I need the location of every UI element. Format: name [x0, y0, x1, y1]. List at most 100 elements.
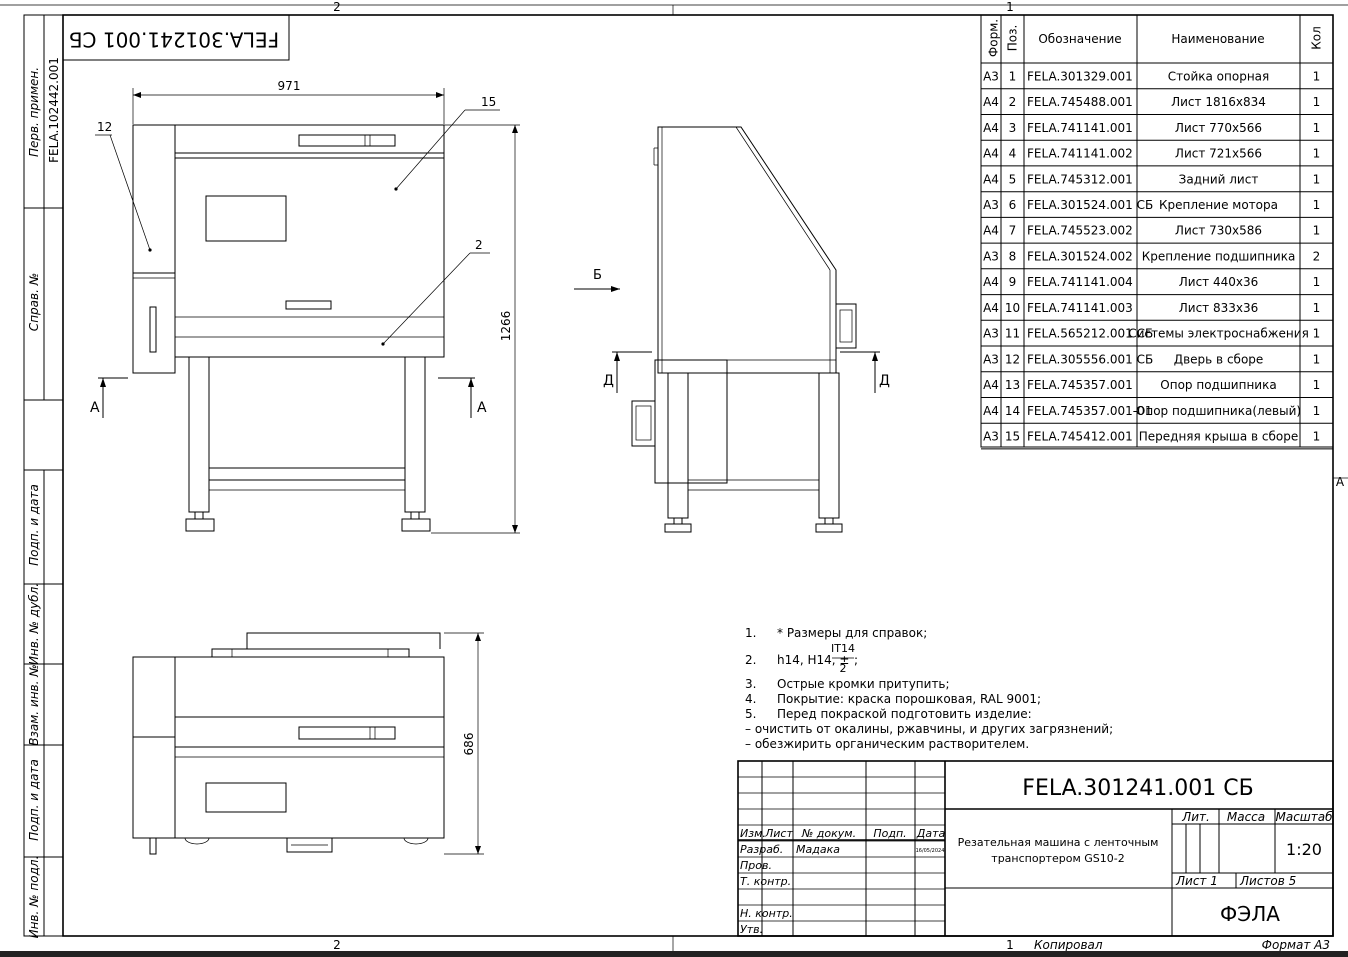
spec-cell-name: Лист 833х36 [1179, 301, 1259, 315]
spec-header-form: Форм. [987, 19, 1001, 57]
spec-cell-name: Дверь в сборе [1174, 352, 1264, 366]
spec-cell-pos: 1 [1009, 69, 1017, 83]
tb-designation: FELA.301241.001 СБ [1022, 776, 1253, 801]
spec-cell-name: Лист 730х586 [1175, 224, 1262, 238]
spec-cell-qty: 1 [1313, 404, 1321, 418]
note-2-frac-bottom: 2 [840, 662, 847, 675]
spec-cell-form: А4 [983, 121, 999, 135]
side-view: Б Д Д [574, 126, 890, 533]
note-2-text: h14, H14, ± [777, 653, 849, 667]
tb-sheet: Лист 1 [1175, 874, 1218, 888]
tb-tkontr: Т. контр. [740, 875, 791, 888]
inv-dubl-label: Инв. № дубл. [27, 583, 41, 665]
bottom-edge-band [0, 951, 1348, 957]
tb-col-doc: № докум. [801, 827, 856, 840]
spec-cell-pos: 10 [1005, 301, 1020, 315]
spec-cell-name: Системы электроснабжения [1128, 327, 1309, 341]
view-mark-b: Б [593, 268, 602, 283]
note-5-sub-1: – очистить от окалины, ржавчины, и други… [745, 722, 1113, 736]
tb-razrab-date: 16/05/2024 [916, 848, 945, 854]
spec-cell-designation: FELA.305556.001 СБ [1027, 352, 1153, 366]
spec-cell-pos: 8 [1009, 250, 1017, 264]
podp-data-label-1: Подп. и дата [27, 484, 41, 566]
spec-cell-form: А3 [983, 352, 999, 366]
tb-name-line-1: Резательная машина с ленточным [958, 836, 1159, 849]
spec-cell-pos: 12 [1005, 352, 1020, 366]
vzam-inv-label: Взам. инв. № [27, 664, 41, 745]
spec-cell-form: А4 [983, 224, 999, 238]
tb-col-list: Лист [764, 827, 793, 840]
spec-cell-form: А3 [983, 198, 999, 212]
spec-cell-pos: 2 [1009, 95, 1017, 109]
perv-primen-label: Перв. примен. [27, 67, 41, 157]
section-mark-d-right: Д [879, 373, 890, 389]
spec-cell-qty: 1 [1313, 121, 1321, 135]
tb-col-izm: Изм. [740, 827, 766, 840]
spec-cell-pos: 5 [1009, 172, 1017, 186]
spec-cell-designation: FELA.745312.001 [1027, 172, 1133, 186]
note-2-frac-top: IT14 [831, 642, 855, 655]
sprav-no-label: Справ. № [27, 273, 41, 331]
spec-cell-form: А4 [983, 404, 999, 418]
spec-cell-qty: 1 [1313, 95, 1321, 109]
spec-cell-pos: 9 [1009, 275, 1017, 289]
spec-cell-pos: 14 [1005, 404, 1020, 418]
tb-col-podp: Подп. [873, 827, 906, 840]
spec-cell-designation: FELA.565212.001 СБ [1027, 327, 1153, 341]
podp-data-label-2: Подп. и дата [27, 759, 41, 841]
spec-cell-form: А4 [983, 378, 999, 392]
spec-cell-pos: 6 [1009, 198, 1017, 212]
spec-cell-designation: FELA.745523.002 [1027, 224, 1133, 238]
spec-cell-name: Опор подшипника(левый) [1136, 404, 1301, 418]
tb-mass-label: Масса [1227, 810, 1265, 824]
spec-cell-qty: 1 [1313, 352, 1321, 366]
spec-cell-name: Опор подшипника [1160, 378, 1276, 392]
spec-cell-form: А3 [983, 250, 999, 264]
tb-sheets: Листов 5 [1239, 874, 1296, 888]
spec-cell-pos: 11 [1005, 327, 1020, 341]
note-1-num: 1. [745, 626, 756, 640]
spec-cell-form: А4 [983, 301, 999, 315]
spec-cell-designation: FELA.301524.001 СБ [1027, 198, 1153, 212]
spec-cell-form: А4 [983, 147, 999, 161]
note-1-text: * Размеры для справок; [777, 626, 927, 640]
spec-cell-name: Крепление моторa [1159, 198, 1278, 212]
spec-cell-name: Лист 440х36 [1179, 275, 1259, 289]
spec-cell-form: А4 [983, 95, 999, 109]
spec-cell-pos: 13 [1005, 378, 1020, 392]
spec-cell-designation: FELA.745412.001 [1027, 430, 1133, 444]
front-view: 971 1266 15 12 2 А А [90, 79, 520, 534]
note-4-text: Покрытие: краска порошковая, RAL 9001; [777, 692, 1041, 706]
spec-cell-qty: 1 [1313, 430, 1321, 444]
spec-row: А3 12 FELA.305556.001 СБ Дверь в сборе 1 [983, 352, 1320, 366]
callout-15: 15 [481, 95, 496, 109]
spec-cell-designation: FELA.745357.001 [1027, 378, 1133, 392]
tb-prov: Пров. [740, 859, 772, 872]
spec-cell-designation: FELA.741141.002 [1027, 147, 1133, 161]
spec-cell-qty: 1 [1313, 224, 1321, 238]
zone-right: A [1336, 475, 1345, 489]
tb-organization: ФЭЛА [1220, 902, 1280, 926]
callout-12: 12 [97, 120, 112, 134]
spec-cell-name: Лист 770х566 [1175, 121, 1262, 135]
tb-utv: Утв. [740, 923, 763, 936]
spec-cell-form: А4 [983, 172, 999, 186]
note-3-num: 3. [745, 677, 756, 691]
section-mark-a-left: А [90, 400, 100, 416]
spec-cell-name: Лист 1816х834 [1171, 95, 1266, 109]
spec-cell-qty: 2 [1313, 250, 1321, 264]
left-side-strip: Перв. примен. FELA.102442.001 Справ. № П… [24, 15, 63, 938]
tb-razrab-name: Мадака [796, 843, 840, 856]
spec-cell-name: Передняя крыша в сборе [1139, 430, 1299, 444]
spec-header-name: Наименование [1171, 32, 1264, 46]
spec-cell-designation: FELA.745357.001-01 [1027, 404, 1152, 418]
spec-cell-pos: 15 [1005, 430, 1020, 444]
